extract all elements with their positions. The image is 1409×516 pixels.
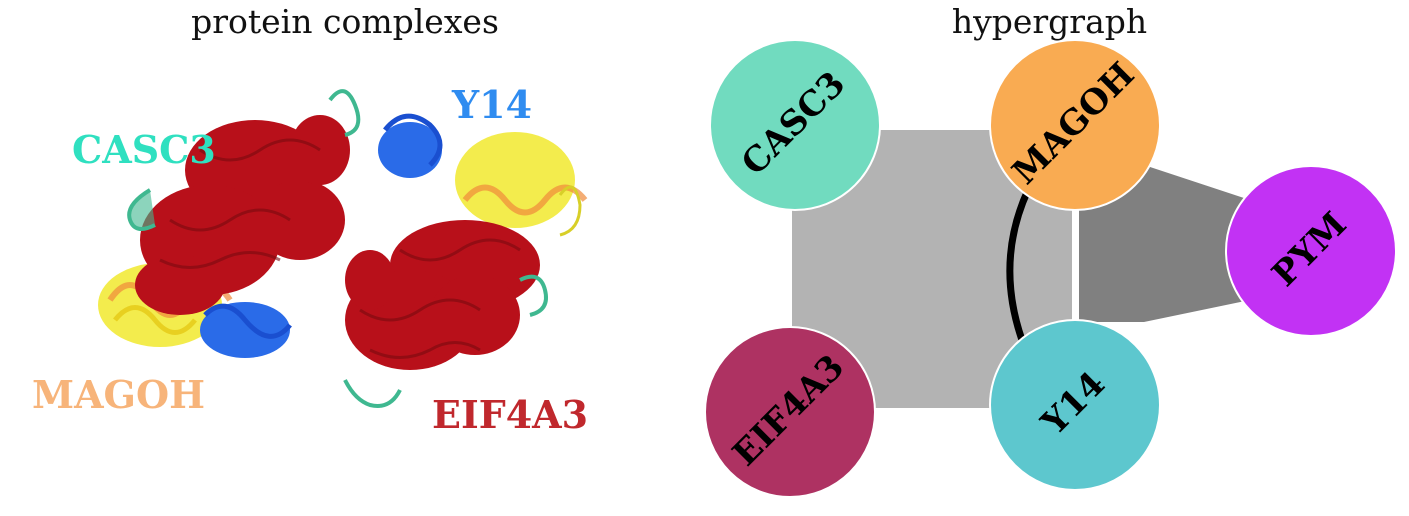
node-y14: Y14 [989, 319, 1161, 491]
hypergraph-title: hypergraph [951, 2, 1148, 41]
right-red-helices [345, 220, 540, 370]
right-complex [343, 113, 588, 408]
protein-structure-illustration: CASC3 Y14 MAGOH EIF4A3 [32, 82, 588, 437]
right-blue-domain [378, 122, 442, 178]
hypergraph-panel: hypergraph CASC3 MAGOH PYM EIF4A3 Y14 [690, 0, 1409, 516]
right-yellow-domain [455, 132, 575, 228]
hypergraph-diagram: CASC3 MAGOH PYM EIF4A3 Y14 [704, 39, 1397, 498]
left-blue-domain [200, 302, 290, 358]
protein-complexes-panel: protein complexes [0, 0, 690, 516]
label-casc3: CASC3 [72, 127, 216, 172]
node-casc3: CASC3 [709, 39, 881, 211]
edge-magoh-y14 [1006, 188, 1032, 342]
label-magoh: MAGOH [32, 372, 205, 417]
protein-complexes-title: protein complexes [191, 2, 499, 41]
node-pym: PYM [1225, 165, 1397, 337]
node-eif4a3: EIF4A3 [704, 326, 876, 498]
label-eif4a3: EIF4A3 [432, 392, 588, 437]
label-y14: Y14 [451, 82, 532, 127]
node-magoh: MAGOH [989, 39, 1161, 211]
hyperedge-magoh-pym-y14 [1079, 165, 1250, 322]
left-complex [98, 89, 361, 358]
